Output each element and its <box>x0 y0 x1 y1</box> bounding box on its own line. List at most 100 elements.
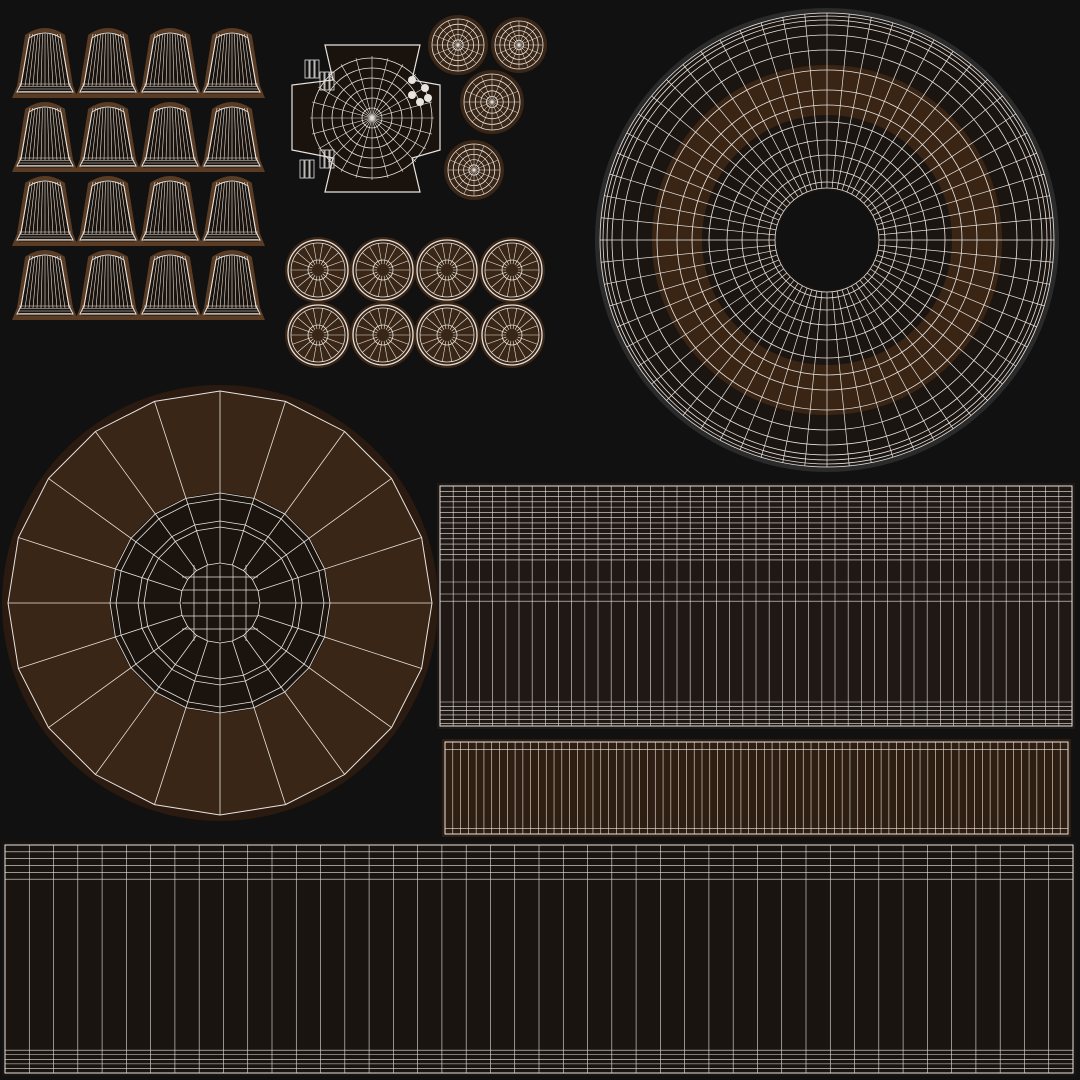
wire-edge <box>700 51 799 197</box>
wire-edge <box>236 107 241 161</box>
wire-edge <box>241 181 249 235</box>
ring-island <box>595 8 1059 472</box>
wire-edge <box>211 255 220 309</box>
wire-edge <box>154 640 209 805</box>
wire-edge <box>234 181 237 235</box>
wire-edge <box>149 181 158 235</box>
wire-edge <box>491 317 508 332</box>
wire-edge <box>385 340 397 359</box>
wire-edge <box>378 340 383 362</box>
wire-edge <box>49 181 54 235</box>
wire-edge <box>473 145 485 171</box>
wire-edge <box>215 107 223 161</box>
wire-edge <box>447 20 459 46</box>
wire-edge <box>859 279 972 416</box>
wire-edge <box>507 275 512 297</box>
wire-edge <box>719 39 803 195</box>
wire-edge <box>451 338 468 353</box>
bell-island <box>137 176 203 246</box>
wire-edge <box>383 308 388 330</box>
wire-edge <box>466 101 493 113</box>
wire-edge <box>481 101 493 128</box>
wire-edge <box>433 340 445 359</box>
wire-edge <box>601 217 776 236</box>
bell-island <box>75 250 141 320</box>
wire-edge <box>421 271 442 280</box>
wire-edge <box>223 33 228 87</box>
wire-edge <box>369 275 381 294</box>
wire-edge <box>122 107 133 161</box>
small-dot <box>408 91 416 99</box>
wire-edge <box>449 246 461 265</box>
wire-edge <box>177 181 183 235</box>
wire-edge <box>246 181 257 235</box>
wire-edge <box>153 107 161 161</box>
wire-edge <box>509 44 520 68</box>
wire-edge <box>179 181 187 235</box>
wire-edge <box>57 33 66 87</box>
wheel-rim <box>481 304 543 366</box>
wire-edge <box>304 246 316 265</box>
cross-island <box>291 15 547 200</box>
wire-edge <box>388 260 409 269</box>
wire-edge <box>95 181 101 235</box>
wheel-shadow <box>350 302 416 368</box>
wire-edge <box>145 33 156 87</box>
wire-edge <box>32 33 38 87</box>
wire-edge <box>87 33 96 87</box>
wire-edge <box>512 308 517 330</box>
wire-edge <box>184 255 195 309</box>
wire-edge <box>120 33 129 87</box>
wire-edge <box>518 44 529 68</box>
wire-edge <box>498 340 510 359</box>
small-strip <box>309 59 315 79</box>
wire-edge <box>223 181 228 235</box>
wire-edge <box>24 33 33 87</box>
bell-island <box>199 28 265 98</box>
wire-edge <box>383 275 388 297</box>
wire-edge <box>318 275 323 297</box>
wire-edge <box>28 181 36 235</box>
wire-edge <box>496 35 520 46</box>
wire-edge <box>99 181 104 235</box>
wire-edge <box>95 635 197 775</box>
wire-edge <box>318 86 373 119</box>
wire-edge <box>91 33 99 87</box>
wire-edge <box>87 107 96 161</box>
wire-edge <box>719 285 803 441</box>
wire-edge <box>439 44 459 64</box>
wire-edge <box>327 117 373 163</box>
wheel-island <box>285 237 351 303</box>
wire-edge <box>638 113 784 212</box>
wire-edge <box>604 249 777 285</box>
wire-edge <box>340 117 373 172</box>
wire-edge <box>863 79 988 204</box>
wire-edge <box>760 289 813 458</box>
small-strip <box>324 71 330 91</box>
wire-edge <box>52 107 58 161</box>
wire-edge <box>227 255 230 309</box>
wire-edge <box>318 340 323 362</box>
wire-edge <box>651 272 788 385</box>
wire-edge <box>433 275 445 294</box>
wire-edge <box>851 39 935 195</box>
wire-edge <box>682 279 795 416</box>
wire-edge <box>473 151 493 171</box>
wire-edge <box>322 317 339 332</box>
wire-edge <box>312 101 373 119</box>
wire-edge <box>371 117 389 178</box>
wire-edge <box>452 260 473 269</box>
bell-island <box>12 28 78 98</box>
wire-edge <box>433 246 445 265</box>
wire-edge <box>442 340 447 362</box>
wire-edge <box>219 181 225 235</box>
wire-edge <box>110 107 113 161</box>
wire-edge <box>40 107 43 161</box>
bell-island <box>137 102 203 172</box>
wire-edge <box>239 255 245 309</box>
small-strip <box>319 71 325 91</box>
wire-edge <box>514 246 526 265</box>
wire-edge <box>449 311 461 330</box>
wire-edge <box>371 86 426 119</box>
wire-edge <box>241 107 249 161</box>
